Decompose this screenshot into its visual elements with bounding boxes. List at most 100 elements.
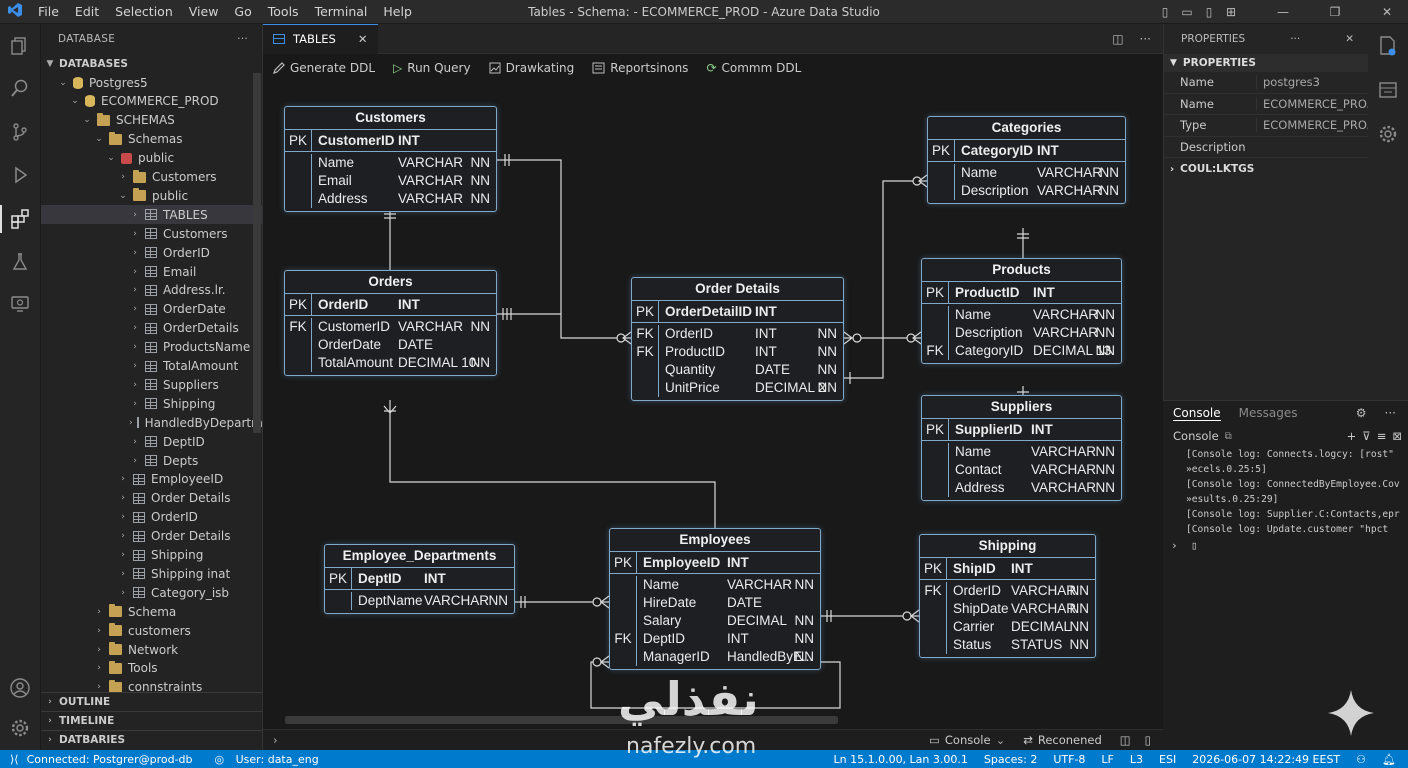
tree-item[interactable]: ›Network xyxy=(41,640,262,659)
tree-item[interactable]: ⌄public xyxy=(41,149,262,168)
search-icon[interactable] xyxy=(6,74,34,102)
tree-item[interactable]: ⌄ECOMMERCE_PROD xyxy=(41,92,262,111)
menu-view[interactable]: View xyxy=(188,4,219,19)
chevron-right-icon[interactable]: › xyxy=(121,474,125,485)
menu-tools[interactable]: Tools xyxy=(267,4,299,19)
tree-item[interactable]: ›OrderDetails xyxy=(41,319,262,338)
tree-item[interactable]: ›TotalAmount xyxy=(41,357,262,376)
more-actions-icon[interactable]: ··· xyxy=(237,33,248,45)
extensions-icon[interactable] xyxy=(0,205,40,233)
settings-gear-icon[interactable] xyxy=(6,714,34,742)
encoding-status[interactable]: UTF-8 xyxy=(1053,752,1086,766)
toggle-panel-icon[interactable]: ▭ xyxy=(1181,5,1193,19)
chevron-down-icon[interactable]: ⌄ xyxy=(83,115,91,126)
toggle-sidebar-icon[interactable]: ▯ xyxy=(1161,5,1169,19)
chevron-right-icon[interactable]: › xyxy=(133,266,137,277)
chevron-right-icon[interactable]: › xyxy=(97,606,101,617)
tree-item[interactable]: ›Category_isb xyxy=(41,583,262,602)
section-outline[interactable]: ›OUTLINE xyxy=(41,692,262,711)
testing-flask-icon[interactable] xyxy=(6,248,34,276)
clear-icon[interactable]: ⊠ xyxy=(1392,429,1402,443)
minimize-button[interactable]: — xyxy=(1277,5,1289,19)
tree-item[interactable]: ⌄Schemas xyxy=(41,130,262,149)
tree-item[interactable]: ›ProductsName xyxy=(41,338,262,357)
generate-ddl-button[interactable]: Generate DDL xyxy=(273,61,375,75)
split-icon[interactable]: ◫ xyxy=(1119,733,1131,747)
cursor-position[interactable]: Ln 15.1.0.00, Lan 3.00.1 xyxy=(833,752,968,766)
source-control-icon[interactable] xyxy=(6,118,34,146)
chevron-right-icon[interactable]: › xyxy=(97,644,101,655)
user-status[interactable]: ◎ User: data_eng xyxy=(207,753,335,766)
list-icon[interactable]: ≡ xyxy=(1376,429,1387,443)
property-row[interactable]: Description xyxy=(1164,137,1368,158)
reconnect-button[interactable]: ⇄ Reconened xyxy=(1023,733,1102,747)
chevron-right-icon[interactable]: › xyxy=(97,663,101,674)
databases-section-header[interactable]: ▼ DATABASES xyxy=(41,54,262,73)
menu-go[interactable]: Go xyxy=(234,4,252,19)
section-timeline[interactable]: ›TIMELINE xyxy=(41,711,262,730)
settings-gear-icon[interactable] xyxy=(1374,120,1402,148)
tree-item[interactable]: ›OrderDate xyxy=(41,300,262,319)
chevron-right-icon[interactable]: › xyxy=(121,493,125,504)
add-icon[interactable]: + xyxy=(1346,429,1357,443)
more-actions-icon[interactable]: ··· xyxy=(1290,33,1301,45)
tree-item[interactable]: ›customers xyxy=(41,621,262,640)
reports-button[interactable]: Reportsinons xyxy=(592,61,688,75)
properties-section[interactable]: ▼ PROPERTIES xyxy=(1164,54,1368,72)
filter-icon[interactable]: ⊽ xyxy=(1362,429,1371,443)
chevron-down-icon[interactable]: ⌄ xyxy=(95,134,103,145)
chevron-down-icon[interactable]: ⌄ xyxy=(107,153,115,164)
chevron-right-icon[interactable]: › xyxy=(133,228,137,239)
chevron-right-icon[interactable]: › xyxy=(133,342,137,353)
commit-ddl-button[interactable]: ⟳ Commm DDL xyxy=(706,61,801,75)
chevron-down-icon[interactable]: ⌄ xyxy=(119,190,127,201)
connection-status[interactable]: Connected: Postgrer@prod-db xyxy=(26,752,193,766)
tree-item[interactable]: ⌄public xyxy=(41,186,262,205)
close-tab-icon[interactable]: ✕ xyxy=(357,32,368,46)
tree-item[interactable]: ›Shipping inat xyxy=(41,564,262,583)
collapsed-section[interactable]: › COUL:LKTGS xyxy=(1164,160,1368,178)
database-connection-icon[interactable] xyxy=(1374,76,1402,104)
chevron-right-icon[interactable]: › xyxy=(121,550,125,560)
chevron-down-icon[interactable]: ⌄ xyxy=(71,96,79,107)
chevron-right-icon[interactable]: › xyxy=(273,733,278,747)
run-debug-icon[interactable] xyxy=(6,161,34,189)
language-status[interactable]: L3 xyxy=(1129,752,1144,766)
menu-edit[interactable]: Edit xyxy=(74,4,100,19)
chevron-right-icon[interactable]: › xyxy=(133,379,137,390)
tree-item[interactable]: ›EmployeeID xyxy=(41,470,262,489)
tab-console[interactable]: Console xyxy=(1173,405,1221,421)
tree-item[interactable]: ⌄Postgres5 xyxy=(41,73,262,92)
more-actions-icon[interactable]: ··· xyxy=(1139,31,1151,46)
menu-terminal[interactable]: Terminal xyxy=(314,4,368,19)
tree-item[interactable]: ›TABLES xyxy=(41,205,262,225)
copy-icon[interactable]: ⧉ xyxy=(1224,430,1232,442)
notifications-bell-icon[interactable]: 🔔︎ xyxy=(1382,752,1396,766)
more-actions-icon[interactable]: ··· xyxy=(1384,406,1396,420)
tree-item[interactable]: ›Shipping xyxy=(41,546,262,565)
chevron-right-icon[interactable]: › xyxy=(121,531,125,542)
drawkating-button[interactable]: Drawkating xyxy=(489,61,574,75)
